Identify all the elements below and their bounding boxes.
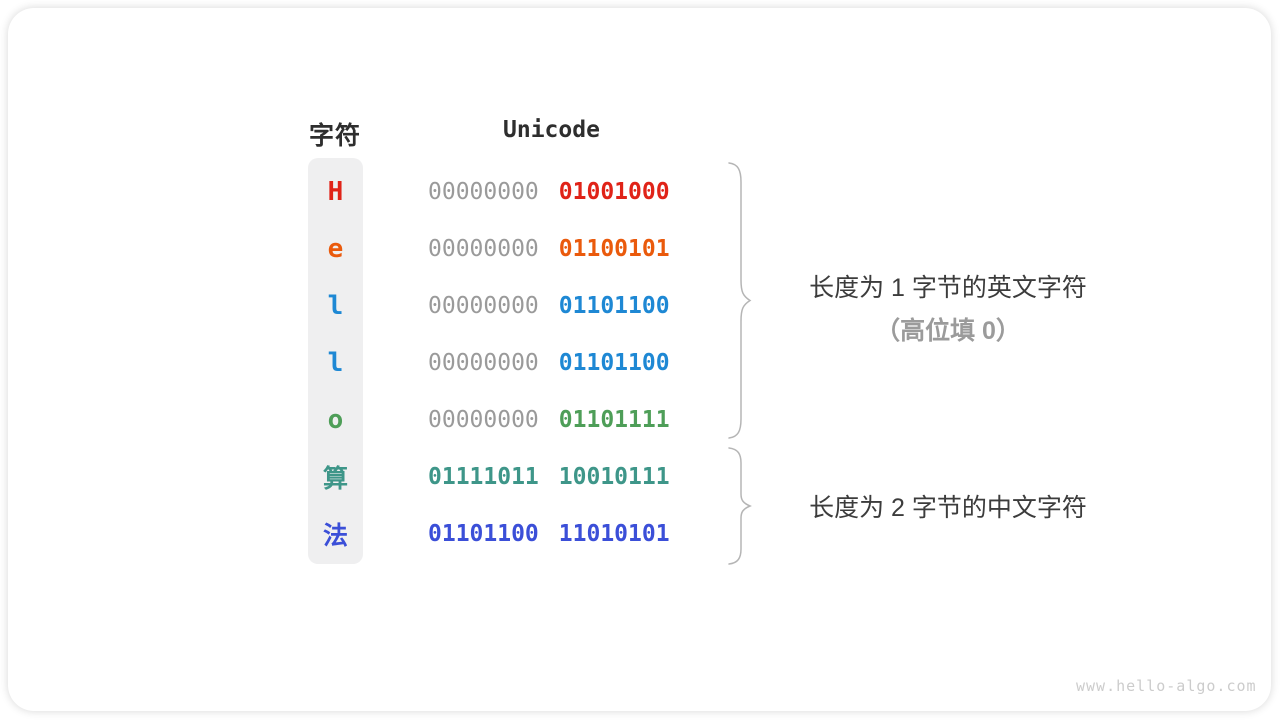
high-byte: 01101100 — [428, 520, 539, 547]
unicode-binary: 01101100 11010101 — [428, 521, 670, 547]
character-cell: 法 — [322, 521, 348, 550]
character-cell: H — [327, 176, 344, 207]
low-byte: 11010101 — [558, 520, 670, 547]
low-byte: 01101100 — [558, 349, 670, 376]
low-byte: 01101100 — [558, 292, 670, 319]
high-byte: 00000000 — [428, 292, 539, 319]
low-byte: 01100101 — [558, 235, 670, 262]
unicode-binary: 00000000 01101100 — [428, 350, 670, 376]
encoding-row: e 00000000 01100101 — [0, 220, 1280, 277]
encoding-row: l 00000000 01101100 — [0, 277, 1280, 334]
unicode-binary: 00000000 01101111 — [428, 407, 670, 433]
figure-card — [8, 8, 1271, 711]
annotation-english-line1: 长度为 1 字节的英文字符 — [809, 274, 1087, 302]
character-cell: e — [327, 233, 344, 264]
high-byte: 00000000 — [428, 178, 539, 205]
character-cell: l — [327, 347, 344, 378]
encoding-row: 法 01101100 11010101 — [0, 505, 1280, 562]
character-cell: o — [327, 404, 344, 435]
unicode-binary: 00000000 01100101 — [428, 236, 670, 262]
high-byte: 01111011 — [428, 463, 539, 490]
character-column-background — [308, 158, 363, 564]
unicode-binary: 00000000 01101100 — [428, 293, 670, 319]
unicode-binary: 00000000 01001000 — [428, 179, 670, 205]
annotation-english-group: 长度为 1 字节的英文字符 （高位填 0） — [770, 268, 1126, 347]
column-header-char: 字符 — [308, 122, 361, 150]
brace-chinese-group — [728, 447, 752, 565]
watermark: www.hello-algo.com — [1076, 677, 1257, 695]
encoding-row: l 00000000 01101100 — [0, 334, 1280, 391]
encoding-row: 算 01111011 10010111 — [0, 448, 1280, 505]
unicode-binary: 01111011 10010111 — [428, 464, 670, 490]
low-byte: 10010111 — [558, 463, 670, 490]
character-cell: 算 — [322, 464, 348, 493]
low-byte: 01001000 — [558, 178, 670, 205]
brace-english-group — [728, 162, 752, 439]
annotation-english-line2: （高位填 0） — [875, 317, 1021, 345]
annotation-chinese-group: 长度为 2 字节的中文字符 — [809, 494, 1087, 522]
column-header-unicode: Unicode — [503, 117, 600, 143]
low-byte: 01101111 — [558, 406, 670, 433]
encoding-row: o 00000000 01101111 — [0, 391, 1280, 448]
high-byte: 00000000 — [428, 235, 539, 262]
high-byte: 00000000 — [428, 349, 539, 376]
character-cell: l — [327, 290, 344, 321]
high-byte: 00000000 — [428, 406, 539, 433]
encoding-row: H 00000000 01001000 — [0, 163, 1280, 220]
